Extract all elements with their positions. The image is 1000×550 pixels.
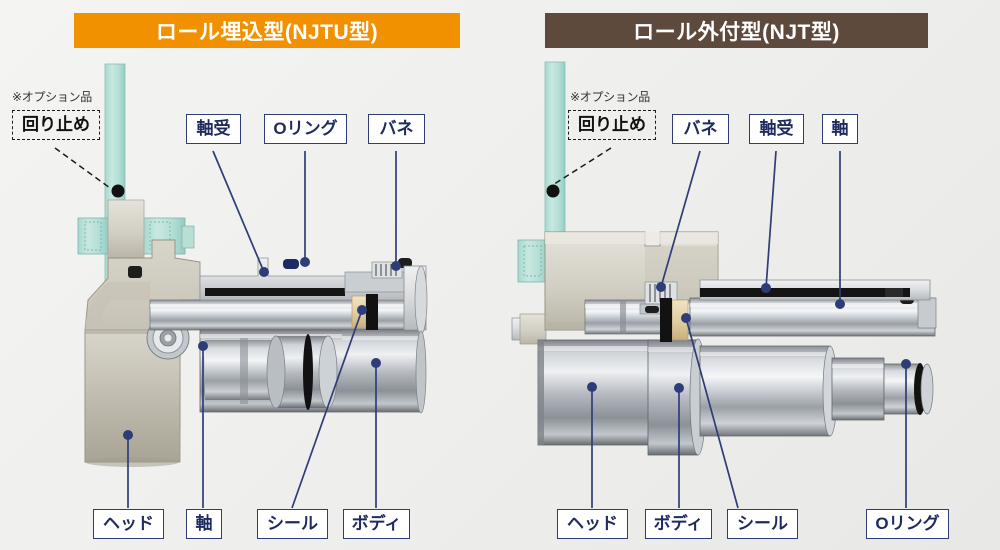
njtu-callout-seal[interactable]: シール [257,509,328,539]
njtu-callout-o-ring[interactable]: Oリング [264,114,347,144]
njtu-head-casting [84,239,201,467]
njt-callout-shaft[interactable]: 軸 [822,114,858,144]
njt-callout-spring[interactable]: バネ [672,114,729,144]
njt-shaft-stack [699,345,934,437]
njt-body-roller [537,338,707,456]
panel-header-njtu: ロール埋込型(NJTU型) [74,13,460,48]
njt-callout-anti-rotation[interactable]: 回り止め [568,110,656,140]
njt-cover-strip [699,279,931,301]
njt-callout-seal[interactable]: シール [727,509,798,539]
njt-callout-bearing[interactable]: 軸受 [749,114,804,144]
njtu-option-note: ※オプション品 [12,90,92,104]
njtu-end-cap [403,265,428,414]
njtu-callout-body[interactable]: ボディ [343,509,410,539]
njtu-callout-spring[interactable]: バネ [368,114,425,144]
njt-callout-body[interactable]: ボディ [645,509,712,539]
njtu-callout-anti-rotation[interactable]: 回り止め [12,110,100,140]
njtu-callout-shaft[interactable]: 軸 [186,509,222,539]
njtu-callout-bearing[interactable]: 軸受 [186,114,241,144]
njt-bolt-cluster [511,239,549,345]
njt-callout-o-ring[interactable]: Oリング [866,509,949,539]
njt-option-note: ※オプション品 [570,90,650,104]
panel-header-njt: ロール外付型(NJT型) [545,13,928,48]
njt-seal-pack [660,298,689,342]
njtu-cover-plate [199,257,421,301]
njtu-bolt-cluster [77,199,195,259]
njtu-callout-head[interactable]: ヘッド [93,509,164,539]
njt-callout-head[interactable]: ヘッド [557,509,628,539]
